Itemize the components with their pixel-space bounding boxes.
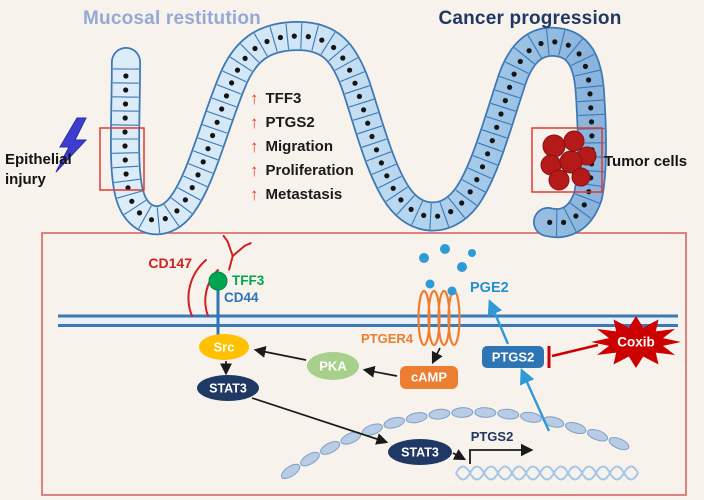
up-arrow-icon: ↑: [250, 160, 259, 180]
up-arrow-icon: ↑: [250, 88, 259, 108]
tumor-cells-cluster: [540, 130, 597, 191]
camp-label: cAMP: [411, 370, 447, 385]
arrow-camp-to-pka: [362, 365, 398, 378]
arrow-pka-to-src: [253, 346, 307, 361]
src-label: Src: [214, 340, 235, 355]
up-arrow-icon: ↑: [250, 112, 259, 132]
effect-label: Metastasis: [265, 185, 343, 203]
up-arrow-icon: ↑: [250, 136, 259, 156]
epithelium: [110, 21, 607, 239]
tff3-label: TFF3: [232, 273, 265, 288]
tumor-highlight-box: [531, 127, 603, 193]
upregulated-effects-list: ↑ TFF3 ↑ PTGS2 ↑ Migration ↑ Proliferati…: [250, 86, 354, 206]
list-item: ↑ Proliferation: [250, 158, 354, 182]
title-cancer-progression: Cancer progression: [438, 8, 622, 29]
stat3-nuclear-node: [388, 439, 452, 465]
arrow-stat3-to-gene: [452, 449, 467, 461]
list-item: ↑ TFF3: [250, 86, 354, 110]
nuclear-envelope: [280, 407, 630, 480]
coxib-inhibition-line: [551, 343, 599, 358]
ptgs2-node: [482, 346, 544, 368]
injury-highlight-box: [99, 127, 145, 191]
pathway-panel: [41, 232, 687, 496]
stat3-label: STAT3: [209, 382, 247, 396]
title-mucosal-restitution: Mucosal restitution: [83, 8, 261, 29]
arrow-receptor-to-camp: [431, 347, 443, 365]
list-item: ↑ Migration: [250, 134, 354, 158]
stat3-node: [197, 375, 259, 401]
ptger4-receptor-icon: [417, 289, 461, 347]
coxib-label: Coxib: [617, 335, 655, 350]
lightning-bolt-icon: [55, 117, 88, 173]
effect-label: Migration: [265, 137, 334, 155]
list-item: ↑ Metastasis: [250, 182, 354, 206]
src-node: [199, 334, 249, 360]
tff3-ligand-icon: [208, 271, 228, 291]
pka-node: [307, 352, 359, 380]
dna-helix: [455, 465, 639, 481]
tumor-cells-label: Tumor cells: [604, 153, 688, 170]
membrane-inner-leaflet: [58, 324, 678, 327]
cell-boundaries: [112, 23, 606, 237]
up-arrow-icon: ↑: [250, 184, 259, 204]
cd147-label: CD147: [148, 255, 192, 271]
effect-label: TFF3: [265, 89, 302, 107]
membrane-gap: [58, 317, 678, 324]
epithelium-cells: [111, 22, 606, 237]
cd44-label: CD44: [224, 290, 259, 305]
transcription-start-arrow: [469, 443, 534, 464]
stat3-nuclear-label: STAT3: [401, 446, 439, 460]
effect-label: Proliferation: [265, 161, 354, 179]
list-item: ↑ PTGS2: [250, 110, 354, 134]
coxib-starburst: [591, 316, 681, 368]
effect-label: PTGS2: [265, 113, 315, 131]
pka-label: PKA: [319, 359, 347, 374]
antibody-icon: [222, 234, 252, 271]
cell-membrane: [58, 314, 678, 327]
arrow-ptgs2-to-pge2: [487, 299, 510, 345]
arrow-gene-to-ptgs2: [520, 368, 551, 432]
epithelial-injury-label: Epithelial injury: [5, 151, 72, 188]
camp-node: [400, 366, 458, 389]
ptger4-label: PTGER4: [361, 331, 414, 346]
pge2-label: PGE2: [470, 280, 509, 296]
pge2-molecules: [419, 244, 476, 296]
ptgs2-gene-label: PTGS2: [471, 429, 514, 444]
cell-nuclei: [122, 33, 595, 225]
ptgs2-label: PTGS2: [492, 350, 535, 365]
membrane-outer-leaflet: [58, 314, 678, 318]
arrow-stat3-to-nucleus: [251, 397, 389, 445]
